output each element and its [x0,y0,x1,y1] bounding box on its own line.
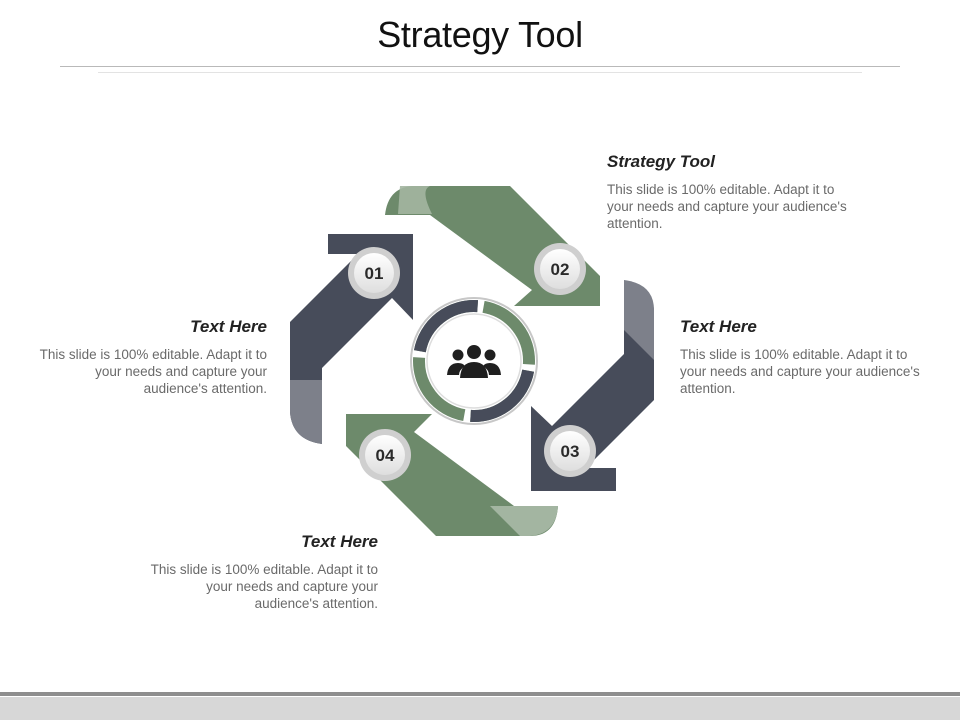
team-icon [447,345,501,378]
step-02-heading: Strategy Tool [607,152,715,171]
step-01-heading: Text Here [190,317,267,336]
badge-04-number: 04 [376,446,395,465]
step-02-text-block: Strategy Tool This slide is 100% editabl… [607,152,862,232]
step-01-text-block: Text Here This slide is 100% editable. A… [30,317,267,397]
badge-03: 03 [544,425,596,477]
step-03-description: This slide is 100% editable. Adapt it to… [680,347,920,396]
step-02-description: This slide is 100% editable. Adapt it to… [607,182,847,231]
badge-02: 02 [534,243,586,295]
slide-title: Strategy Tool [377,14,583,55]
step-03-text-block: Text Here This slide is 100% editable. A… [680,317,935,397]
badge-01-number: 01 [365,264,384,283]
badge-02-number: 02 [551,260,570,279]
badge-04: 04 [359,429,411,481]
step-03-heading: Text Here [680,317,757,336]
step-04-heading: Text Here [301,532,378,551]
step-04-description: This slide is 100% editable. Adapt it to… [150,562,378,611]
footer-bar [0,697,960,720]
badge-03-number: 03 [561,442,580,461]
footer-divider [0,692,960,696]
center-ring [410,297,538,425]
title-divider [60,66,900,67]
title-divider-secondary [98,72,862,73]
step-04-text-block: Text Here This slide is 100% editable. A… [140,532,378,612]
step-01-description: This slide is 100% editable. Adapt it to… [39,347,267,396]
badge-01: 01 [348,247,400,299]
